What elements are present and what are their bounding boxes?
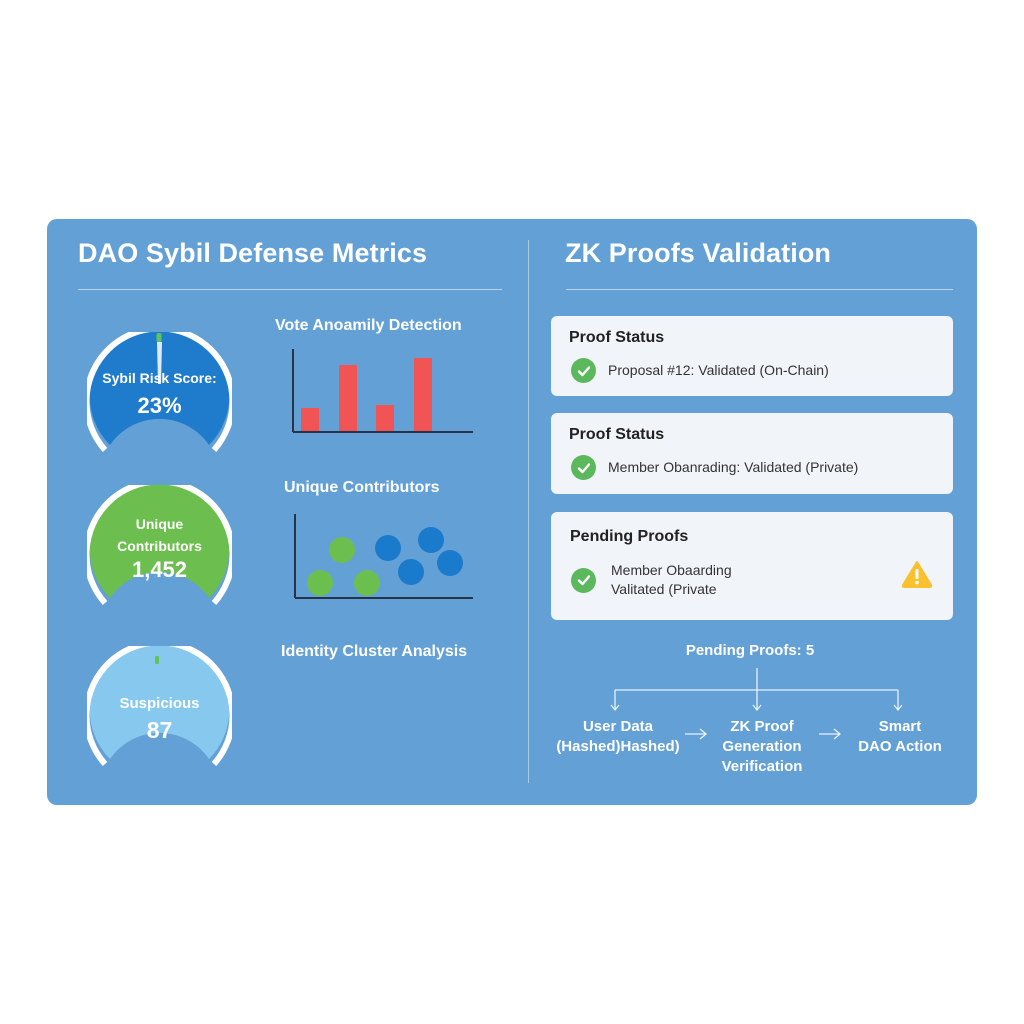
proof-item-line2: Valitated (Private <box>611 581 717 597</box>
gauge-unique-contributors: Unique Contributors 1,452 <box>87 485 232 630</box>
flow-connector-lines <box>610 668 903 712</box>
gauge-value: 23% <box>137 393 182 418</box>
section-title-zk: ZK Proofs Validation <box>565 238 832 268</box>
flow-step-user-data: User Data (Hashed)Hashed) <box>548 717 688 757</box>
flow-header: Pending Proofs: 5 <box>685 642 815 659</box>
flow-step-line: Generation <box>722 738 802 755</box>
divider <box>566 289 953 290</box>
chart-title-unique-contributors: Unique Contributors <box>284 479 440 496</box>
gauge-dial-icon <box>87 332 232 452</box>
check-circle-icon <box>571 567 596 593</box>
card-title: Pending Proofs <box>570 528 689 545</box>
proof-item-text: Member Obaarding Valitated (Private <box>611 561 732 599</box>
gauge-label: Sybil Risk Score: <box>102 370 217 386</box>
gauge-dial-icon <box>87 485 232 605</box>
unique-contributors-scatter <box>294 514 473 599</box>
gauge-label: Unique Contributors <box>87 513 232 557</box>
chart-title-identity-cluster: Identity Cluster Analysis <box>281 643 468 660</box>
proof-status-card: Proof Status Proposal #12: Validated (On… <box>551 316 953 396</box>
flow-step-dao-action: Smart DAO Action <box>845 717 955 757</box>
flow-step-line: Smart <box>878 718 922 735</box>
proof-item-text: Member Obanrading: Validated (Private) <box>608 459 859 475</box>
arrow-right-icon <box>685 728 708 740</box>
gauge-sybil-risk: Sybil Risk Score: 23% <box>87 332 232 477</box>
gauge-label: Suspicious <box>119 695 200 712</box>
flow-step-line: ZK Proof <box>730 718 794 735</box>
proof-status-card: Proof Status Member Obanrading: Validate… <box>551 413 953 494</box>
card-title: Proof Status <box>569 329 665 346</box>
gauge-value: 87 <box>146 717 173 743</box>
gauge-suspicious: Suspicious 87 <box>87 646 232 791</box>
check-circle-icon <box>571 455 596 480</box>
pending-proofs-card: Pending Proofs Member Obaarding Valitate… <box>551 512 953 620</box>
flow-step-line: Verification <box>721 758 803 775</box>
proof-item: Proposal #12: Validated (On-Chain) <box>571 358 829 383</box>
vertical-divider <box>528 240 529 783</box>
flow-step-line: DAO Action <box>858 738 942 755</box>
flow-step-line: (Hashed)Hashed) <box>556 738 680 755</box>
proof-item: Member Obaarding Valitated (Private <box>571 561 732 599</box>
vote-anomaly-bar-chart <box>292 349 473 433</box>
gauge-dial-icon <box>87 646 232 766</box>
flow-step-zk-proof: ZK Proof Generation Verification <box>700 717 824 777</box>
warning-triangle-icon[interactable] <box>901 560 933 588</box>
flow-step-line: User Data <box>582 718 654 735</box>
gauge-value: 1,452 <box>131 557 188 582</box>
chart-title-vote-anomaly: Vote Anoamily Detection <box>275 317 462 334</box>
proof-item: Member Obanrading: Validated (Private) <box>571 455 858 480</box>
proof-item-line1: Member Obaarding <box>611 562 732 578</box>
gauge-label-line1: Unique <box>135 516 184 532</box>
divider <box>78 289 502 290</box>
card-title: Proof Status <box>569 426 665 443</box>
arrow-right-icon <box>819 728 842 740</box>
proof-item-text: Proposal #12: Validated (On-Chain) <box>608 362 829 378</box>
gauge-label-line2: Contributors <box>117 538 202 554</box>
check-circle-icon <box>571 358 596 383</box>
section-title-sybil: DAO Sybil Defense Metrics <box>78 238 428 268</box>
